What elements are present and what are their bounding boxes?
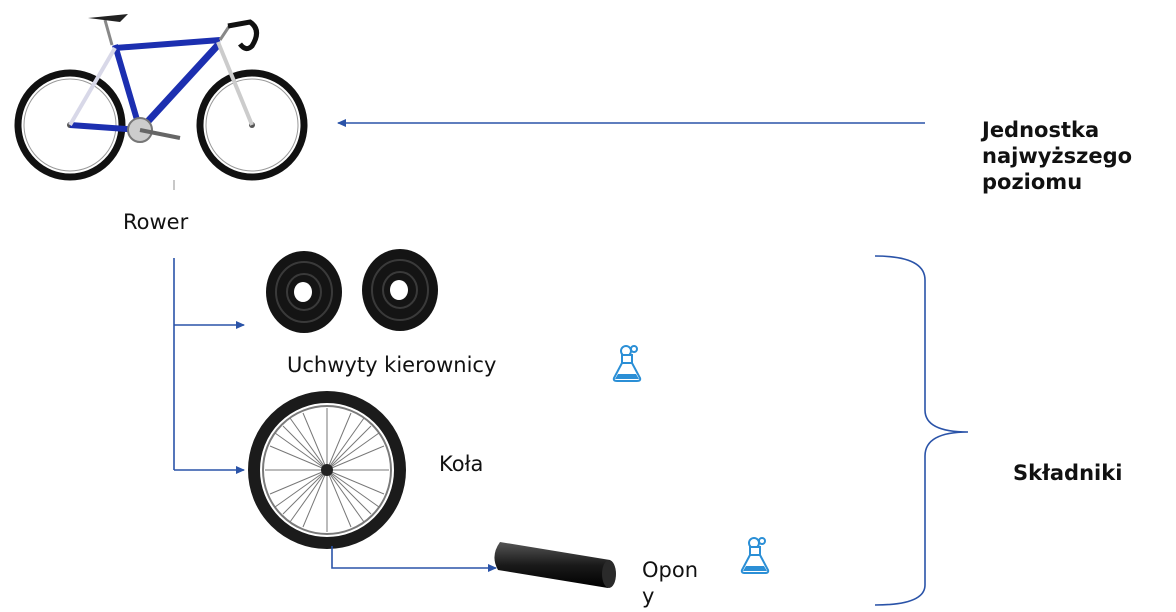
top-level-unit-label: Jednostka najwyższego poziomu [982,118,1133,194]
tires-label: Opon y [642,558,699,608]
flask-icon [612,345,642,382]
components-label: Składniki [1013,461,1123,485]
wheel-image [248,391,406,549]
flask-icon [740,537,770,574]
handlebar-grips-label: Uchwyty kierownicy [287,353,497,377]
handlebar-grips-image [266,249,438,333]
bicycle-image [14,14,308,181]
connector-lines [173,119,925,572]
components-brace [874,255,969,606]
bicycle-label: Rower [123,210,189,234]
wheels-label: Koła [439,452,484,476]
arrow-to-tires [331,546,497,572]
tire-image [494,542,616,588]
